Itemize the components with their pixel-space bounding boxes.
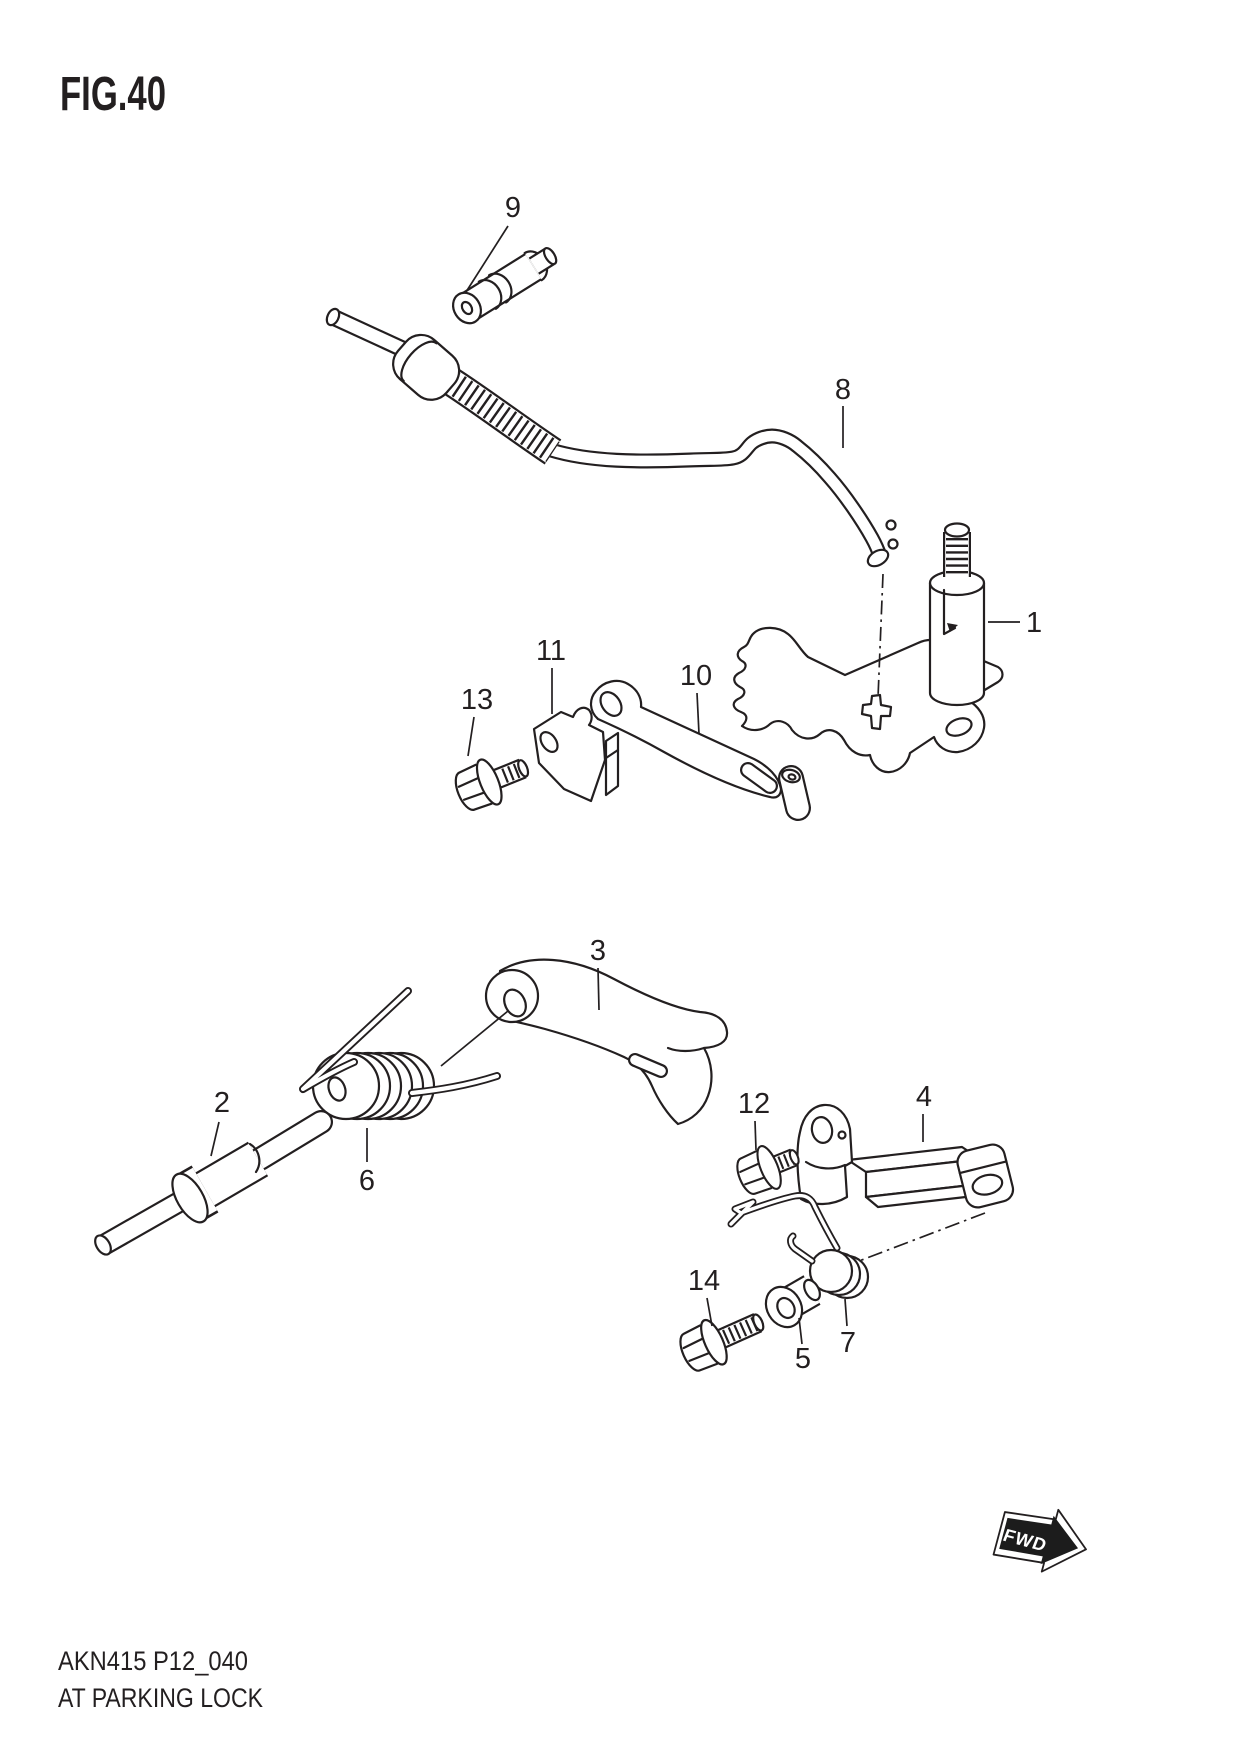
assembly-line-spring-to-lever <box>440 1010 509 1067</box>
callout-13: 13 <box>461 684 493 757</box>
callout-4: 4 <box>916 1081 932 1142</box>
callout-label: 2 <box>214 1087 230 1119</box>
callout-label: 5 <box>795 1343 811 1375</box>
callout-2: 2 <box>210 1087 230 1157</box>
callout-6: 6 <box>359 1128 375 1197</box>
leader-line <box>696 692 700 735</box>
part-7-spring <box>727 1192 986 1300</box>
leader-line <box>798 1317 803 1345</box>
leader-line <box>844 1298 848 1327</box>
leader-line <box>465 225 509 293</box>
part-14-bolt <box>672 1313 765 1379</box>
callouts: 1 2 3 4 5 6 7 8 <box>210 192 1042 1375</box>
callout-12: 12 <box>738 1088 770 1151</box>
part-3-pawl-lever <box>484 958 729 1126</box>
callout-label: 8 <box>835 374 851 406</box>
callout-label: 7 <box>840 1327 856 1359</box>
part-12-bolt <box>730 1142 800 1202</box>
callout-3: 3 <box>590 935 606 1011</box>
callout-label: 6 <box>359 1165 375 1197</box>
leader-line <box>754 1120 757 1151</box>
keyway-arrowhead <box>947 623 958 632</box>
part-10-lever-arm <box>589 679 811 821</box>
callout-label: 1 <box>1026 607 1042 639</box>
leader-line <box>467 716 475 757</box>
figure-title: FIG.40 <box>60 68 166 121</box>
part-2-rod <box>94 1110 333 1256</box>
part-8-rod <box>325 307 899 568</box>
leader-line <box>706 1297 713 1327</box>
callout-label: 10 <box>680 660 712 692</box>
callout-label: 14 <box>688 1265 720 1297</box>
leader-line <box>210 1121 220 1157</box>
part-6-torsion-spring <box>299 987 501 1121</box>
callout-label: 12 <box>738 1088 770 1120</box>
part-1-shaft <box>928 522 986 707</box>
part-11-plate <box>532 706 620 803</box>
callout-1: 1 <box>988 607 1042 639</box>
footer-figure-caption: AT PARKING LOCK <box>58 1683 263 1713</box>
callout-9: 9 <box>465 192 521 293</box>
assembly-centerline-rod <box>877 573 884 699</box>
callout-label: 11 <box>536 635 566 667</box>
leader-line <box>597 967 600 1011</box>
part-13-bolt <box>448 755 530 818</box>
callout-7: 7 <box>840 1298 856 1359</box>
callout-label: 9 <box>505 192 521 224</box>
callout-14: 14 <box>688 1265 720 1327</box>
footer-figure-code: AKN415 P12_040 <box>58 1646 248 1676</box>
callout-10: 10 <box>680 660 712 735</box>
callout-5: 5 <box>795 1317 811 1375</box>
part-9-pin <box>451 246 558 325</box>
fwd-arrow-body <box>999 1515 1079 1565</box>
fwd-arrow: FWD <box>992 1508 1087 1573</box>
callout-11: 11 <box>536 635 566 714</box>
callout-8: 8 <box>835 374 851 448</box>
callout-label: 3 <box>590 935 606 967</box>
callout-label: 4 <box>916 1081 932 1113</box>
callout-label: 13 <box>461 684 493 716</box>
part-5-bushing <box>764 1275 821 1329</box>
part-4-support-bracket <box>796 1103 1015 1209</box>
